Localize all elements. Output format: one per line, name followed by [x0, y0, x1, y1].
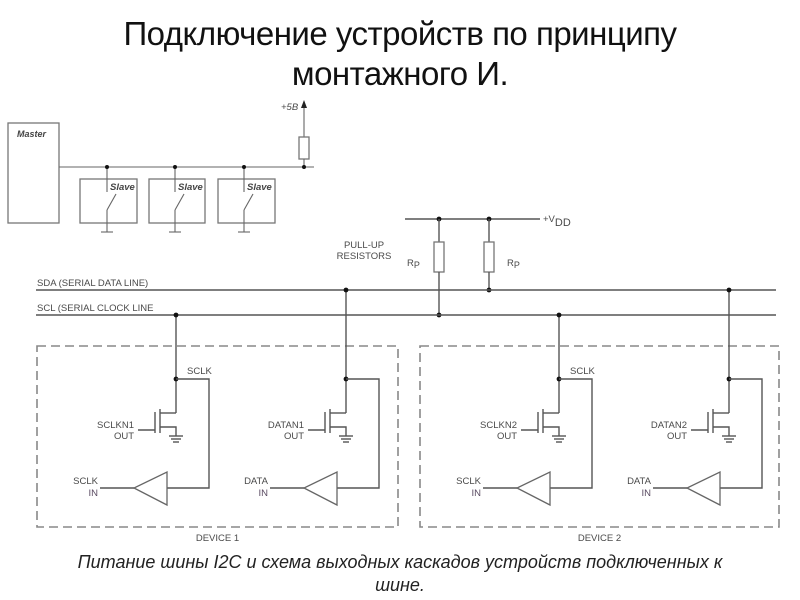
slave-1: Slave: [79, 165, 138, 233]
ground-icon: [169, 435, 183, 443]
slave-label: Slave: [247, 182, 273, 193]
bus-junction: [726, 287, 732, 293]
data-out-label-2: OUT: [667, 431, 687, 442]
data-in-label-2: IN: [259, 488, 269, 499]
data-in-label-1: DATA: [627, 476, 652, 487]
device-1: DEVICE 1SCLKSCLKN1OUTSCLKINDATAN1OUTDATA…: [36, 287, 399, 544]
data-out-label-1: DATAN1: [268, 420, 304, 431]
vdd-label: +VDD: [543, 214, 571, 229]
clk-out-label-2: OUT: [497, 431, 517, 442]
device-2: DEVICE 2SCLKSCLKN2OUTSCLKINDATAN2OUTDATA…: [419, 287, 780, 544]
nmos-transistor-icon: [691, 409, 736, 443]
pullup-label-1: PULL-UP: [344, 240, 384, 251]
pullup-label-2: RESISTORS: [337, 251, 392, 262]
data-out-label-1: DATAN2: [651, 420, 687, 431]
supply-arrow-icon: [301, 100, 307, 108]
clk-in-label-2: IN: [89, 488, 99, 499]
sda-label: SDA (SERIAL DATA LINE): [37, 278, 148, 289]
bus-junction: [343, 287, 349, 293]
rp-label: RP: [407, 258, 420, 270]
data-in-label-1: DATA: [244, 476, 269, 487]
input-buffer-icon: [515, 470, 551, 507]
pullup-resistor-top: [298, 136, 310, 160]
input-buffer-icon: [132, 470, 168, 507]
master-label: Master: [17, 129, 47, 139]
device-label: DEVICE 2: [578, 533, 621, 544]
bus-junction: [173, 312, 179, 318]
caption-line-2: шине.: [375, 575, 425, 595]
supply-5v-label: +5В: [281, 102, 299, 113]
slave-2: Slave: [148, 165, 206, 233]
sclk-node-label: SCLK: [570, 366, 595, 377]
caption-line-1: Питание шины I2C и схема выходных каскад…: [77, 552, 723, 572]
ground-icon: [339, 435, 353, 443]
pullup-resistor-sda: RP: [483, 219, 520, 293]
input-buffer-icon: [302, 470, 338, 507]
title-line-1: Подключение устройств по принципу: [123, 15, 677, 52]
rp-label: RP: [507, 258, 520, 270]
switch-icon: [106, 193, 117, 211]
clk-in-label-1: SCLK: [456, 476, 481, 487]
nmos-transistor-icon: [308, 409, 353, 443]
switch-icon: [174, 193, 185, 211]
junction-node: [302, 165, 306, 169]
sclk-node-label: SCLK: [187, 366, 212, 377]
slave-3: Slave: [217, 165, 276, 233]
device-label: DEVICE 1: [196, 533, 239, 544]
scl-label: SCL (SERIAL CLOCK LINE: [37, 303, 154, 314]
clk-in-label-2: IN: [472, 488, 482, 499]
slave-label: Slave: [110, 182, 136, 193]
pullup-resistor-scl: RP: [407, 219, 445, 318]
data-out-label-2: OUT: [284, 431, 304, 442]
title-line-2: монтажного И.: [291, 55, 509, 92]
data-in-label-2: IN: [642, 488, 652, 499]
slave-label: Slave: [178, 182, 204, 193]
master-box: [7, 122, 60, 224]
nmos-transistor-icon: [138, 409, 183, 443]
nmos-transistor-icon: [521, 409, 566, 443]
device-boundary: [36, 345, 399, 528]
bus-junction: [556, 312, 562, 318]
switch-icon: [243, 193, 254, 211]
i2c-bus-diagram: +VDD PULL-UP RESISTORS RP RP SDA (SERIAL…: [36, 214, 780, 544]
input-buffer-icon: [685, 470, 721, 507]
device-boundary: [419, 345, 780, 528]
clk-out-label-2: OUT: [114, 431, 134, 442]
ground-icon: [552, 435, 566, 443]
clk-out-label-1: SCLKN1: [97, 420, 134, 431]
clk-in-label-1: SCLK: [73, 476, 98, 487]
wired-and-diagram: Master +5В Slave Slave: [7, 100, 314, 233]
ground-icon: [722, 435, 736, 443]
devices: DEVICE 1SCLKSCLKN1OUTSCLKINDATAN1OUTDATA…: [36, 287, 780, 544]
clk-out-label-1: SCLKN2: [480, 420, 517, 431]
